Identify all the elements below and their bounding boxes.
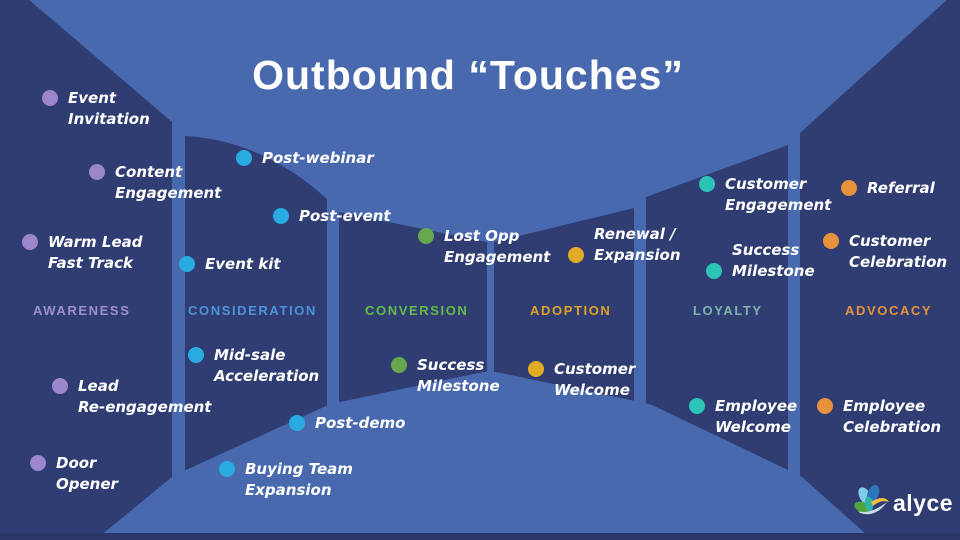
stage-header-adoption: ADOPTION (530, 303, 612, 318)
touch-lost-opp-engagement: Lost Opp Engagement (418, 226, 551, 268)
touch-dot (418, 228, 434, 244)
touch-label: Lost Opp Engagement (444, 227, 551, 266)
touch-label: Lead Re-engagement (78, 377, 212, 416)
touch-label: Mid-sale Acceleration (214, 346, 320, 385)
touch-customer-celebration: Customer Celebration (823, 231, 948, 273)
touch-success-milestone-conversion: Success Milestone (391, 355, 500, 397)
touch-label: Event kit (205, 255, 281, 273)
panel-advocacy (800, 0, 960, 540)
touch-dot (30, 455, 46, 471)
touch-dot (219, 461, 235, 477)
touch-dot (273, 208, 289, 224)
touch-customer-welcome: Customer Welcome (528, 359, 636, 401)
touch-dot (689, 398, 705, 414)
touch-customer-engagement: Customer Engagement (699, 174, 832, 216)
touch-dot (42, 90, 58, 106)
touch-dot (699, 176, 715, 192)
touch-dot (22, 234, 38, 250)
touch-lead-re-engagement: Lead Re-engagement (52, 376, 212, 418)
touch-dot (706, 263, 722, 279)
touch-label: Buying Team Expansion (245, 460, 353, 499)
touch-dot (179, 256, 195, 272)
touch-label: Post-webinar (262, 149, 374, 167)
stage-header-advocacy: ADVOCACY (845, 303, 933, 318)
touch-content-engagement: Content Engagement (89, 162, 222, 204)
stage-header-awareness: AWARENESS (33, 303, 131, 318)
touch-warm-lead-fast-track: Warm Lead Fast Track (22, 232, 143, 274)
touch-label: Customer Celebration (849, 232, 948, 271)
touch-post-webinar: Post-webinar (236, 148, 374, 169)
touch-label: Event Invitation (68, 89, 150, 128)
touch-label: Success Milestone (732, 241, 815, 280)
stage-header-loyalty: LOYALTY (693, 303, 763, 318)
touch-label: Customer Engagement (725, 175, 832, 214)
touch-label: Employee Welcome (715, 397, 798, 436)
touch-label: Employee Celebration (843, 397, 942, 436)
touch-label: Post-event (299, 207, 391, 225)
touch-dot (568, 247, 584, 263)
touch-label: Door Opener (56, 454, 118, 493)
touch-dot (391, 357, 407, 373)
touch-label: Referral (867, 179, 935, 197)
touch-label: Renewal / Expansion (594, 225, 681, 264)
touch-post-demo: Post-demo (289, 413, 406, 434)
touch-dot (841, 180, 857, 196)
touch-mid-sale-acceleration: Mid-sale Acceleration (188, 345, 320, 387)
touch-buying-team-expansion: Buying Team Expansion (219, 459, 353, 501)
touch-door-opener: Door Opener (30, 453, 118, 495)
touch-label: Post-demo (315, 414, 406, 432)
touch-success-milestone-loyalty: Success Milestone (706, 240, 815, 282)
floor (95, 372, 873, 540)
touch-referral: Referral (841, 178, 935, 199)
touch-employee-welcome: Employee Welcome (689, 396, 798, 438)
touch-label: Success Milestone (417, 356, 500, 395)
touch-label: Warm Lead Fast Track (48, 233, 143, 272)
touch-dot (823, 233, 839, 249)
stage-header-conversion: CONVERSION (365, 303, 469, 318)
touch-label: Content Engagement (115, 163, 222, 202)
touch-dot (817, 398, 833, 414)
touch-employee-celebration: Employee Celebration (817, 396, 942, 438)
touch-dot (289, 415, 305, 431)
slide-title: Outbound “Touches” (252, 52, 684, 98)
touch-dot (528, 361, 544, 377)
panel-awareness (0, 0, 172, 540)
touch-label: Customer Welcome (554, 360, 636, 399)
touch-dot (52, 378, 68, 394)
alyce-logo: alyce (851, 483, 953, 523)
stage-header-consideration: CONSIDERATION (188, 303, 317, 318)
touch-post-event: Post-event (273, 206, 391, 227)
touch-dot (188, 347, 204, 363)
touch-renewal-expansion: Renewal / Expansion (568, 224, 681, 266)
alyce-bird-icon (854, 484, 889, 515)
touch-event-kit: Event kit (179, 254, 281, 275)
logo-wordmark: alyce (893, 489, 954, 516)
bottom-strip (0, 533, 960, 540)
touch-dot (236, 150, 252, 166)
touch-event-invitation: Event Invitation (42, 88, 150, 130)
touch-dot (89, 164, 105, 180)
